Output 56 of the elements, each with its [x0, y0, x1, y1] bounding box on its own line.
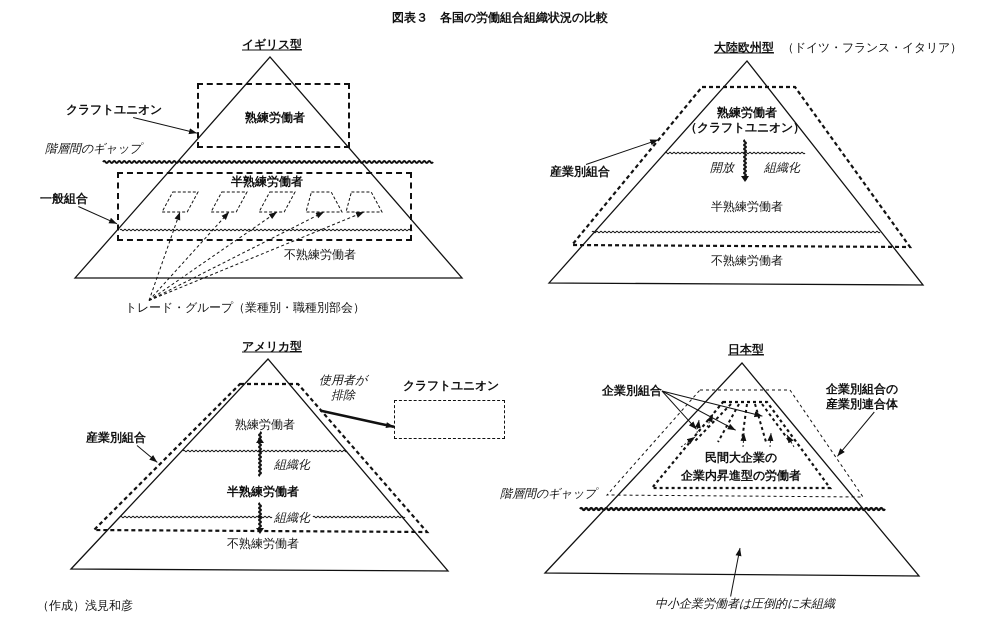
arrow — [148, 212, 278, 301]
arrow — [132, 117, 198, 134]
arrow — [586, 139, 659, 165]
layer-label: 不熟練労働者 — [284, 248, 356, 262]
arrow — [662, 390, 736, 431]
craft-union-box — [197, 83, 350, 148]
type-heading: 大陸欧州型 — [714, 40, 774, 56]
union-name: 企業別組合の産業別連合体 — [821, 382, 903, 412]
layer-label: 不熟練労働者 — [227, 536, 299, 552]
note-text: 階層間のギャップ — [500, 486, 596, 502]
trade-group-outline — [306, 192, 342, 212]
arrow — [148, 212, 230, 301]
trade-group-outline — [211, 192, 247, 212]
arrow — [148, 212, 180, 301]
country-list: （ドイツ・フランス・イタリア） — [782, 40, 962, 56]
union-name: 産業別組合 — [550, 164, 610, 180]
process-label: 組織化 — [274, 510, 310, 526]
node-text: 民間大企業の — [705, 450, 777, 466]
union-name: 一般組合 — [40, 192, 88, 206]
source-note: （作成）浅見和彦 — [37, 598, 133, 614]
union-name: クラフトユニオン — [66, 102, 162, 118]
type-heading: アメリカ型 — [242, 340, 302, 354]
trade-group-outline — [162, 192, 198, 212]
process-label: 開放 — [710, 160, 734, 176]
type-heading: 日本型 — [728, 342, 764, 358]
arrow — [662, 390, 697, 430]
group-label: トレード・グループ（業種別・職種別部会） — [125, 300, 365, 316]
general-union-box — [117, 172, 412, 241]
arrow — [148, 212, 364, 301]
figure-title: 図表３ 各国の労働組合組織状況の比較 — [392, 10, 608, 26]
arrow — [320, 409, 394, 428]
process-label: 組織化 — [764, 160, 800, 176]
arrow — [78, 206, 118, 224]
process-label: 組織化 — [274, 458, 310, 472]
node-text: 熟練労働者 — [717, 106, 777, 120]
type-heading: イギリス型 — [242, 38, 302, 52]
node-text: 企業内昇進型の労働者 — [681, 468, 801, 484]
note-text: 中小企業労働者は圧倒的に未組織 — [655, 596, 835, 612]
note-text: 階層間のギャップ — [45, 142, 141, 156]
arrow — [136, 445, 158, 463]
node-text: 半熟練労働者 — [227, 484, 299, 500]
union-name: 産業別組合 — [86, 430, 146, 446]
node-text: 熟練労働者 — [235, 418, 295, 432]
node-text: 半熟練労働者 — [711, 200, 783, 214]
layer-label: 不熟練労働者 — [711, 254, 783, 268]
trade-group-outline — [346, 192, 382, 212]
leader-arrow — [730, 548, 742, 597]
arrow — [662, 390, 763, 418]
arrow — [836, 412, 875, 457]
trade-group-outline — [259, 192, 295, 212]
edge-label: 使用者が排除 — [318, 373, 369, 403]
union-name: 企業別組合 — [602, 384, 662, 398]
node-text: 半熟練労働者 — [231, 174, 303, 190]
node-text: クラフトユニオン — [403, 378, 499, 394]
node-text: （クラフトユニオン） — [685, 120, 805, 136]
node-text: 熟練労働者 — [245, 110, 305, 126]
